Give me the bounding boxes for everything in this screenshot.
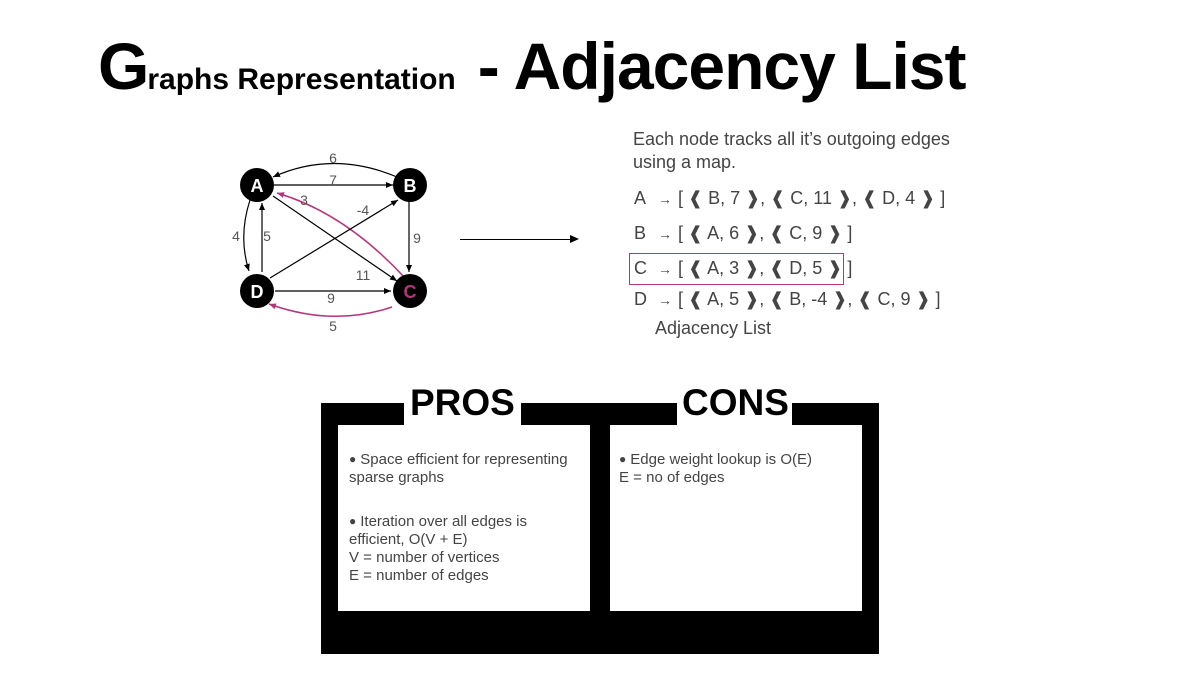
pros-bullet-2-line-2: efficient, O(V + E) <box>349 531 468 548</box>
arrow-icon: → <box>658 261 672 277</box>
bullet-icon: ● <box>349 514 357 528</box>
edge-a-d <box>243 199 251 272</box>
edge-d-b <box>269 199 399 279</box>
pros-heading: PROS <box>410 382 515 423</box>
cons-bullet-1: ●Edge weight lookup is O(E) <box>619 451 813 468</box>
node-c <box>393 274 427 308</box>
cons-content-box <box>610 425 862 611</box>
pros-bullet-2-line-3: V = number of vertices <box>349 549 500 566</box>
bullet-icon: ● <box>619 452 627 466</box>
edge-a-c <box>272 195 398 282</box>
pros-panel: PROS ●Space efficient for representing s… <box>321 382 603 654</box>
adjacency-row-a: A → [ ❰ B, 7 ❱, ❰ C, 11 ❱, ❰ D, 4 ❱ ] <box>634 188 945 209</box>
edge-label-d-a: 5 <box>263 228 271 244</box>
edge-label-c-a: 3 <box>300 192 308 208</box>
cons-content: ●Edge weight lookup is O(E) E = no of ed… <box>619 451 859 487</box>
adjacency-row-d: D → [ ❰ A, 5 ❱, ❰ B, -4 ❱, ❰ C, 9 ❱ ] <box>634 289 941 310</box>
pros-bullet-1: ●Space efficient for representing <box>349 451 568 468</box>
adjacency-list: [ ❰ B, 7 ❱, ❰ C, 11 ❱, ❰ D, 4 ❱ ] <box>678 188 946 208</box>
arrow-icon: → <box>658 226 672 242</box>
title-rest: raphs Representation <box>147 63 456 96</box>
pros-content: ●Space efficient for representing sparse… <box>349 451 589 585</box>
pros-content-box <box>338 425 590 611</box>
adjacency-node: A <box>634 188 647 208</box>
edge-label-a-d: 4 <box>232 228 240 244</box>
cons-bullet-1-cont: E = no of edges <box>619 469 725 486</box>
graph-diagram: A B C D 6 7 3 -4 9 4 5 11 9 5 <box>232 150 427 334</box>
edge-label-c-d: 5 <box>329 318 337 334</box>
arrow-icon: → <box>658 191 672 207</box>
node-a <box>240 168 274 202</box>
description: Each node tracks all it’s outgoing edges… <box>633 128 950 174</box>
node-label-b: B <box>404 176 417 196</box>
pros-bullet-2: ●Iteration over all edges is <box>349 513 528 530</box>
edge-c-a <box>276 192 406 279</box>
adjacency-node: C <box>634 258 647 278</box>
adjacency-row-b: B → [ ❰ A, 6 ❱, ❰ C, 9 ❱ ] <box>634 223 852 244</box>
pros-bullet-1-cont: sparse graphs <box>349 469 445 486</box>
title-suffix: - Adjacency List <box>477 29 967 103</box>
title-first-letter: G <box>98 29 149 103</box>
adjacency-list: [ ❰ A, 3 ❱, ❰ D, 5 ❱ ] <box>678 258 853 278</box>
highlight-box <box>629 253 844 285</box>
node-b <box>393 168 427 202</box>
slide-title: Graphs Representation - Adjacency List <box>98 28 967 108</box>
adjacency-node: B <box>634 223 647 243</box>
adjacency-row-c: C → [ ❰ A, 3 ❱, ❰ D, 5 ❱ ] <box>634 258 852 279</box>
edge-label-a-c: 11 <box>356 267 371 283</box>
cons-panel: CONS ●Edge weight lookup is O(E) E = no … <box>597 382 879 654</box>
adjacency-caption: Adjacency List <box>655 318 772 338</box>
node-label-c: C <box>404 282 417 302</box>
bullet-icon: ● <box>349 452 357 466</box>
description-line-2: using a map. <box>633 152 737 172</box>
cons-tab <box>677 403 792 425</box>
adjacency-node: D <box>634 289 647 309</box>
edge-label-d-b: -4 <box>357 202 370 218</box>
edge-c-d <box>268 303 393 317</box>
edge-label-b-a: 6 <box>329 150 337 166</box>
arrow-icon: → <box>658 292 672 308</box>
adjacency-list: [ ❰ A, 5 ❱, ❰ B, -4 ❱, ❰ C, 9 ❱ ] <box>678 289 941 309</box>
node-label-a: A <box>251 176 264 196</box>
edge-b-a <box>272 162 398 178</box>
edge-label-d-c: 9 <box>327 290 335 306</box>
transform-arrow-head <box>570 235 579 243</box>
edge-label-b-c: 9 <box>413 230 421 246</box>
node-d <box>240 274 274 308</box>
pros-tab <box>404 403 521 425</box>
edge-label-a-b: 7 <box>329 172 337 188</box>
cons-heading: CONS <box>682 382 789 423</box>
transform-arrow-line <box>460 239 572 240</box>
pros-bullet-2-line-4: E = number of edges <box>349 567 489 584</box>
description-line-1: Each node tracks all it’s outgoing edges <box>633 129 950 149</box>
node-label-d: D <box>251 282 264 302</box>
adjacency-list: [ ❰ A, 6 ❱, ❰ C, 9 ❱ ] <box>678 223 853 243</box>
